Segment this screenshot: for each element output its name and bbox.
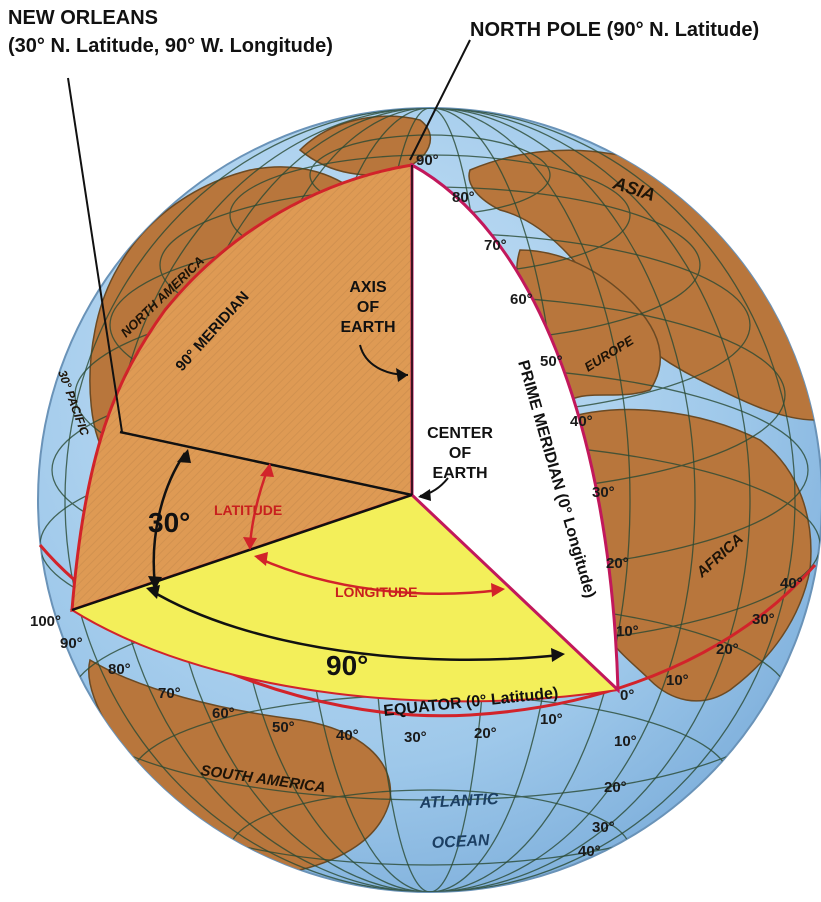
east-degree-20: 20° bbox=[716, 641, 739, 658]
north-pole-label: NORTH POLE (90° N. Latitude) bbox=[470, 19, 759, 41]
atlantic-label: ATLANTIC bbox=[418, 791, 499, 812]
new-orleans-pointer bbox=[67, 77, 123, 433]
meridian-degree-40: 40° bbox=[570, 413, 593, 430]
meridian-degree-50: 50° bbox=[540, 353, 563, 370]
latitude-label: LATITUDE bbox=[214, 502, 282, 518]
equator-degree-90: 90° bbox=[60, 635, 83, 652]
angle-90-arrowhead-right bbox=[551, 648, 565, 662]
longitude-label: LONGITUDE bbox=[335, 584, 417, 600]
longitude-arrowhead-left bbox=[254, 552, 268, 566]
meridian-degree-0: 0° bbox=[620, 687, 634, 704]
meridian-degree-60: 60° bbox=[510, 291, 533, 308]
meridian-degree-30: 30° bbox=[592, 484, 615, 501]
equator-degree-60: 60° bbox=[212, 705, 235, 722]
equator-degree-10: 10° bbox=[540, 711, 563, 728]
east-degree-labels: 10° 20° 30° 40° bbox=[666, 575, 803, 689]
angle-30-label: 30° bbox=[148, 507, 190, 538]
north-pole-pointer bbox=[409, 39, 471, 161]
ocean-label: OCEAN bbox=[431, 832, 490, 852]
radius-to-new-orleans bbox=[119, 430, 413, 497]
equator-degree-50: 50° bbox=[272, 719, 295, 736]
equator-degree-100: 100° bbox=[30, 613, 61, 630]
longitude-wedge-yellow bbox=[69, 493, 621, 703]
meridian-degree-labels: 90° 80° 70° 60° 50° 40° 30° 20° 10° 0° bbox=[416, 152, 639, 704]
equator-degree-20: 20° bbox=[474, 725, 497, 742]
angle-90-label: 90° bbox=[326, 650, 368, 681]
axis-label-3: EARTH bbox=[340, 319, 395, 336]
meridian-degree-10: 10° bbox=[616, 623, 639, 640]
meridian-degree-20: 20° bbox=[606, 555, 629, 572]
new-orleans-label: NEW ORLEANS bbox=[8, 7, 158, 29]
equator-degree-40: 40° bbox=[336, 727, 359, 744]
center-label-1: CENTER bbox=[427, 425, 493, 442]
east-degree-40: 40° bbox=[780, 575, 803, 592]
equator-degree-80: 80° bbox=[108, 661, 131, 678]
axis-arrowhead bbox=[396, 368, 408, 382]
center-arrowhead bbox=[418, 489, 431, 501]
south-degree-20: 20° bbox=[604, 779, 627, 796]
meridian-degree-70: 70° bbox=[484, 237, 507, 254]
axis-label-2: OF bbox=[357, 299, 379, 316]
longitude-arc bbox=[257, 556, 501, 595]
center-label-3: EARTH bbox=[432, 465, 487, 482]
south-degree-labels: 10° 20° 30° 40° bbox=[578, 733, 637, 860]
radius-to-equator bbox=[71, 493, 413, 612]
angle-30-arrowhead-top bbox=[177, 449, 191, 463]
new-orleans-coords: (30° N. Latitude, 90° W. Longitude) bbox=[8, 35, 333, 57]
prime-meridian-wedge-white bbox=[410, 162, 620, 694]
equator-degree-labels: 100° 90° 80° 70° 60° 50° 40° 30° 20° 10° bbox=[30, 613, 563, 746]
angle-30-arrowhead-bottom bbox=[148, 576, 162, 590]
latitude-arrowhead-top bbox=[260, 463, 274, 477]
meridian-degree-80: 80° bbox=[452, 189, 475, 206]
angle-90-arc bbox=[149, 588, 561, 661]
south-degree-40: 40° bbox=[578, 843, 601, 860]
equator-degree-30: 30° bbox=[404, 729, 427, 746]
axis-label-1: AXIS bbox=[349, 279, 387, 296]
south-degree-30: 30° bbox=[592, 819, 615, 836]
east-degree-30: 30° bbox=[752, 611, 775, 628]
equator-degree-70: 70° bbox=[158, 685, 181, 702]
meridian-degree-90: 90° bbox=[416, 152, 439, 169]
angle-90-arrowhead-left bbox=[146, 585, 160, 599]
east-degree-10: 10° bbox=[666, 672, 689, 689]
longitude-arrowhead-right bbox=[491, 583, 505, 597]
south-degree-10: 10° bbox=[614, 733, 637, 750]
angle-30-arc bbox=[152, 452, 187, 586]
greenland-landmass bbox=[298, 115, 431, 176]
latitude-arrowhead-bottom bbox=[243, 537, 257, 550]
center-label-2: OF bbox=[449, 445, 471, 462]
latitude-wedge-hatch bbox=[72, 165, 412, 610]
